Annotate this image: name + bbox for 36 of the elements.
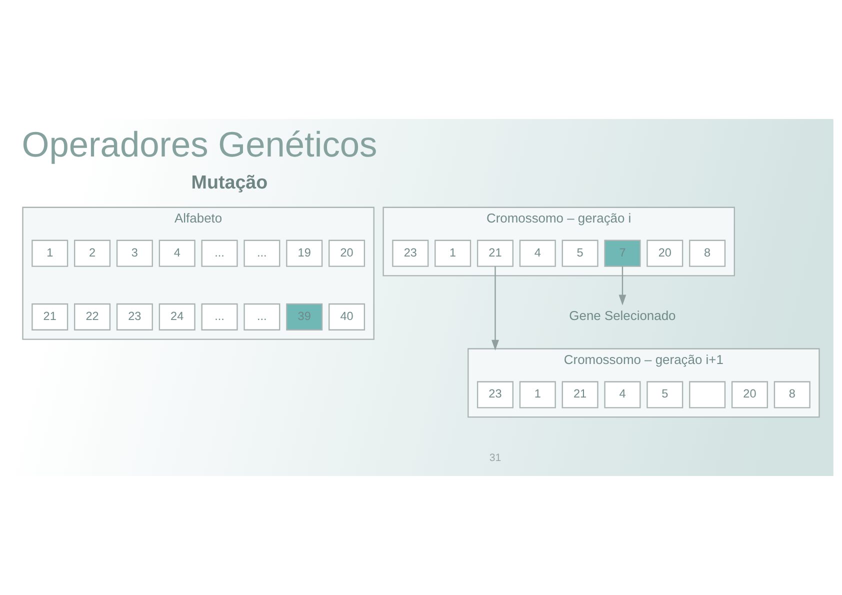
node-box: 19 (286, 240, 323, 267)
node-box: 5 (646, 381, 684, 408)
node-box: 2 (74, 240, 111, 267)
node-box: 1 (519, 381, 556, 408)
node-box: 21 (562, 381, 598, 408)
node-box (689, 381, 726, 408)
node-box: 3 (116, 240, 153, 267)
node-box: 5 (562, 240, 598, 267)
node-box: ... (201, 303, 238, 330)
node-box: 40 (328, 303, 366, 330)
node-box: 4 (604, 381, 641, 408)
node-box: 23 (116, 303, 153, 330)
node-box: 4 (519, 240, 556, 267)
node-box: 20 (646, 240, 684, 267)
label: 31 (489, 452, 502, 464)
node-text: Gene Selecionado (569, 308, 676, 324)
node-box: 24 (158, 303, 196, 330)
arrow (618, 266, 626, 306)
node-box: 8 (774, 381, 810, 408)
node-box: ... (244, 303, 280, 330)
node-box: 1 (32, 240, 68, 267)
node-box: 21 (32, 303, 68, 330)
node-box: 21 (476, 240, 514, 267)
node-box: ... (201, 240, 238, 267)
label: Mutação (191, 171, 268, 192)
node-box: 1 (434, 240, 472, 267)
node-box: ... (244, 240, 280, 267)
node-box: 23 (476, 381, 514, 408)
node-box: 22 (74, 303, 111, 330)
node-box: 8 (689, 240, 726, 267)
node-box: 20 (328, 240, 366, 267)
node-box: 23 (392, 240, 429, 267)
diagram-title: Operadores Genéticos (22, 126, 378, 165)
node-box: 4 (158, 240, 196, 267)
node-box: 20 (731, 381, 768, 408)
arrow (492, 266, 499, 351)
